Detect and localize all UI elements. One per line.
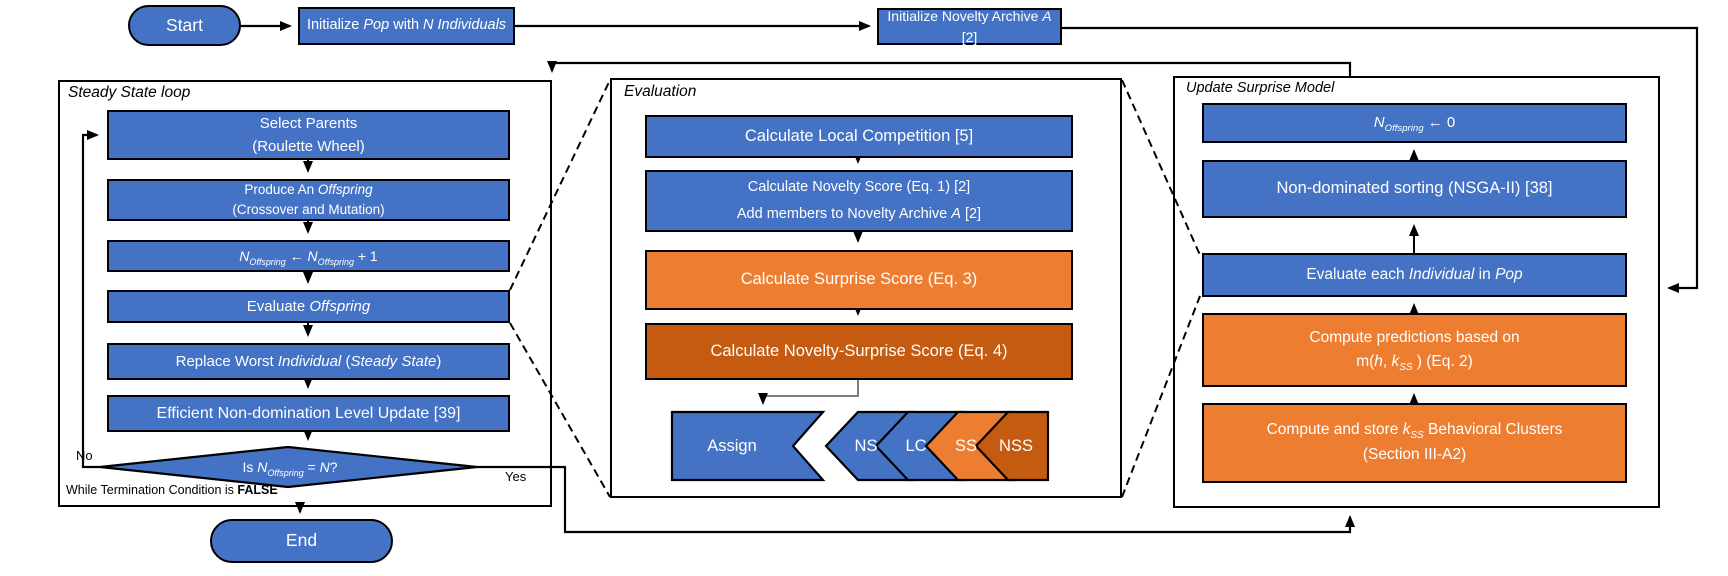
novelty-surprise-score-label: Calculate Novelty-Surprise Score (Eq. 4)	[710, 341, 1008, 360]
evaluate-offspring-step: Evaluate Offspring	[107, 290, 510, 323]
novelty-surprise-score-step: Calculate Novelty-Surprise Score (Eq. 4)	[645, 323, 1073, 380]
decision-diamond	[99, 445, 478, 489]
reset-counter-label: NOffspring ← 0	[1373, 114, 1456, 135]
replace-worst-label: Replace Worst Individual (Steady State)	[175, 352, 442, 370]
init-pop-label: Initialize Pop with N Individuals	[306, 17, 507, 34]
steady-state-loop-container	[58, 80, 552, 507]
level-update-label: Efficient Non-domination Level Update [3…	[156, 404, 461, 422]
start-label: Start	[166, 14, 203, 35]
assign-shape	[670, 410, 826, 482]
level-update-step: Efficient Non-domination Level Update [3…	[107, 395, 510, 432]
produce-offspring-line1: Produce An Offspring	[244, 181, 373, 197]
yes-branch-label: Yes	[505, 469, 527, 484]
novelty-score-line1: Calculate Novelty Score (Eq. 1) [2]	[747, 179, 971, 196]
surprise-score-step: Calculate Surprise Score (Eq. 3)	[645, 250, 1073, 310]
update-surprise-model-container	[1173, 76, 1660, 508]
no-branch-label: No	[76, 448, 93, 463]
init-novelty-archive-label: Initialize Novelty Archive A [2]	[887, 8, 1052, 45]
compute-predictions-line1: Compute predictions based on	[1309, 328, 1520, 346]
select-parents-step: Select Parents (Roulette Wheel)	[107, 110, 510, 160]
surprise-score-label: Calculate Surprise Score (Eq. 3)	[740, 270, 978, 289]
evaluation-container	[610, 78, 1122, 498]
nsga-sorting-step: Non-dominated sorting (NSGA-II) [38]	[1202, 160, 1627, 218]
evaluate-offspring-label: Evaluate Offspring	[246, 297, 371, 315]
local-competition-step: Calculate Local Competition [5]	[645, 115, 1073, 158]
novelty-score-line2: Add members to Novelty Archive A [2]	[736, 205, 982, 222]
increment-counter-step: NOffspring ← NOffspring + 1	[107, 240, 510, 272]
compute-predictions-line2: m(h, kSS ) (Eq. 2)	[1356, 353, 1473, 374]
select-parents-line1: Select Parents	[259, 114, 358, 132]
chevron-nss	[974, 410, 1050, 482]
select-parents-line2: (Roulette Wheel)	[252, 138, 365, 155]
end-terminal: End	[210, 519, 393, 563]
evaluation-title: Evaluation	[624, 83, 697, 100]
steady-state-loop-title: Steady State loop	[68, 84, 191, 101]
behavioral-clusters-step: Compute and store kSS Behavioral Cluster…	[1202, 403, 1627, 483]
start-terminal: Start	[128, 5, 241, 46]
behavioral-clusters-line1: Compute and store kSS Behavioral Cluster…	[1266, 421, 1563, 442]
compute-predictions-step: Compute predictions based on m(h, kSS ) …	[1202, 313, 1627, 387]
callout-dashed-lines	[509, 79, 1201, 498]
nsga-sorting-label: Non-dominated sorting (NSGA-II) [38]	[1276, 179, 1553, 198]
while-condition-label: While Termination Condition is FALSE	[66, 483, 278, 497]
end-label: End	[285, 530, 318, 551]
local-competition-label: Calculate Local Competition [5]	[744, 126, 974, 145]
while-condition-text: While Termination Condition is FALSE	[66, 483, 278, 497]
increment-counter-label: NOffspring ← NOffspring + 1	[239, 247, 378, 267]
reset-counter-step: NOffspring ← 0	[1202, 103, 1627, 143]
replace-worst-step: Replace Worst Individual (Steady State)	[107, 343, 510, 380]
produce-offspring-step: Produce An Offspring (Crossover and Muta…	[107, 179, 510, 221]
behavioral-clusters-line2: (Section III-A2)	[1362, 446, 1467, 463]
update-surprise-model-title: Update Surprise Model	[1186, 80, 1335, 96]
evaluate-each-step: Evaluate each Individual in Pop	[1202, 253, 1627, 297]
init-pop-step: Initialize Pop with N Individuals	[298, 7, 515, 45]
evaluate-each-label: Evaluate each Individual in Pop	[1306, 265, 1523, 283]
novelty-score-step: Calculate Novelty Score (Eq. 1) [2] Add …	[645, 170, 1073, 232]
produce-offspring-line2: (Crossover and Mutation)	[232, 202, 385, 217]
init-novelty-archive-step: Initialize Novelty Archive A [2]	[877, 8, 1062, 45]
